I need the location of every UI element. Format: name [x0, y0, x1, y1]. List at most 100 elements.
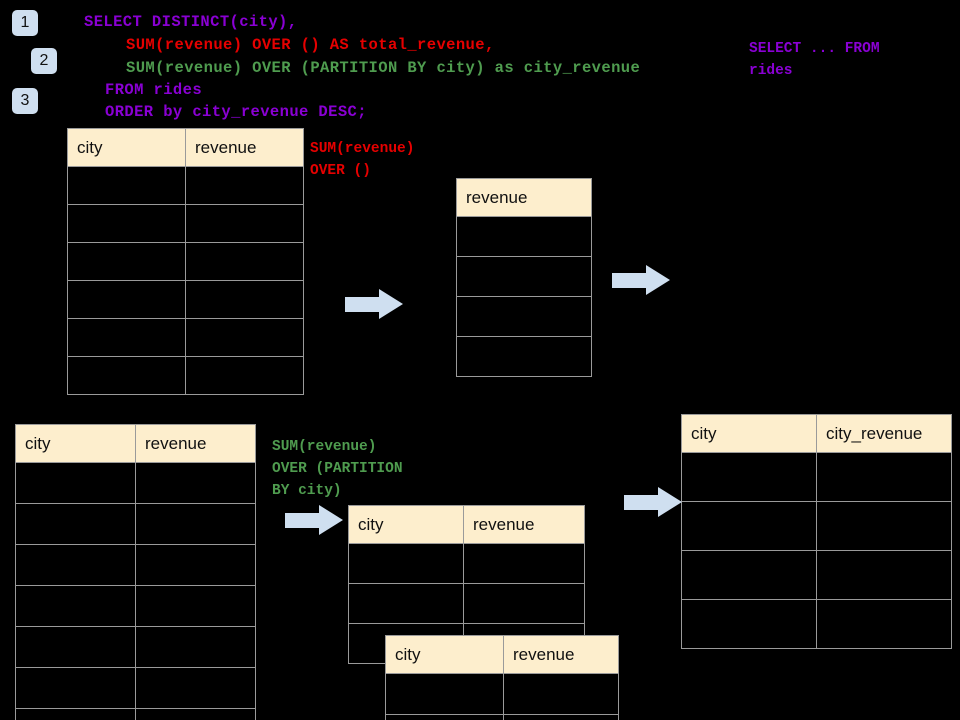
table-row [15, 462, 256, 504]
table-row [15, 708, 256, 720]
sql-line-5: ORDER by city_revenue DESC; [105, 103, 367, 121]
table-cell-city [15, 503, 136, 545]
arrow-head-icon [646, 265, 670, 295]
table-row [15, 626, 256, 668]
table-cell-city [67, 204, 186, 243]
step-badge-2: 2 [31, 48, 57, 74]
table-cell-city_revenue [816, 599, 952, 649]
table-row [67, 242, 304, 281]
table-cell-city [681, 452, 817, 502]
table-row [15, 544, 256, 586]
total-revenue-table: revenue [456, 178, 592, 377]
arrow-shaft [285, 513, 321, 528]
select-from-rides-label: SELECT ... FROM rides [749, 41, 880, 79]
table-cell-city [681, 501, 817, 551]
table-cell-revenue [503, 714, 619, 720]
column-header-revenue: revenue [456, 178, 592, 217]
arrow-source2-to-partition [285, 505, 343, 535]
table-row [456, 216, 592, 257]
arrow-shaft [345, 297, 381, 312]
table-cell-revenue [463, 583, 585, 624]
table-cell-city [348, 583, 464, 624]
table-cell-city [15, 626, 136, 668]
table-cell-city [15, 667, 136, 709]
table-cell-city [15, 462, 136, 504]
table-row [681, 501, 952, 551]
table-cell-revenue [135, 503, 256, 545]
table-cell-revenue [185, 204, 304, 243]
step-badge-1: 1 [12, 10, 38, 36]
table-row [385, 714, 619, 720]
sql-line-3: SUM(revenue) OVER (PARTITION BY city) as… [126, 59, 641, 77]
table-cell-revenue [185, 280, 304, 319]
table-row [67, 318, 304, 357]
table-cell-city [67, 318, 186, 357]
arrow-source-to-total [345, 289, 403, 319]
table-cell-city [15, 544, 136, 586]
table-row [348, 543, 585, 584]
table-cell-city [67, 166, 186, 205]
table-cell-revenue [135, 585, 256, 627]
arrow-total-to-result [612, 265, 670, 295]
column-header-revenue: revenue [185, 128, 304, 167]
table-cell-city_revenue [816, 550, 952, 600]
column-header-revenue: revenue [463, 505, 585, 544]
table-header-row: revenue [456, 178, 592, 217]
table-cell-revenue [135, 462, 256, 504]
table-cell-city [385, 714, 504, 720]
table-cell-revenue [503, 673, 619, 715]
table-row [15, 585, 256, 627]
table-cell-revenue [135, 708, 256, 720]
arrow-partition-to-result [624, 487, 682, 517]
sql-line-4: FROM rides [105, 81, 203, 99]
table-row [681, 452, 952, 502]
table-cell-city [385, 673, 504, 715]
arrow-head-icon [658, 487, 682, 517]
table-cell-revenue [135, 667, 256, 709]
column-header-city: city [67, 128, 186, 167]
sql-line-2: SUM(revenue) OVER () AS total_revenue, [126, 36, 495, 54]
table-cell-revenue [185, 242, 304, 281]
table-cell-city_revenue [816, 452, 952, 502]
table-cell-revenue [185, 356, 304, 395]
table-row [456, 256, 592, 297]
table-cell-revenue [456, 336, 592, 377]
table-cell-revenue [463, 543, 585, 584]
table-cell-revenue [456, 256, 592, 297]
table-cell-city [67, 356, 186, 395]
table-row [681, 550, 952, 600]
arrow-shaft [612, 273, 648, 288]
sql-line-1: SELECT DISTINCT(city), [84, 13, 298, 31]
sum-over-partition-label: SUM(revenue) OVER (PARTITION BY city) [272, 439, 403, 499]
table-row [67, 280, 304, 319]
column-header-revenue: revenue [135, 424, 256, 463]
table-cell-city [348, 543, 464, 584]
table-row [456, 336, 592, 377]
column-header-city: city [681, 414, 817, 453]
table-row [67, 204, 304, 243]
table-row [15, 503, 256, 545]
table-row [681, 599, 952, 649]
table-cell-revenue [185, 166, 304, 205]
table-cell-city [15, 585, 136, 627]
table-cell-city [681, 550, 817, 600]
table-row [67, 166, 304, 205]
table-cell-revenue [456, 296, 592, 337]
table-cell-revenue [185, 318, 304, 357]
table-row [385, 673, 619, 715]
arrow-head-icon [379, 289, 403, 319]
table-cell-city [67, 280, 186, 319]
table-cell-revenue [135, 626, 256, 668]
column-header-city: city [385, 635, 504, 674]
table-row [348, 583, 585, 624]
column-header-city: city [348, 505, 464, 544]
